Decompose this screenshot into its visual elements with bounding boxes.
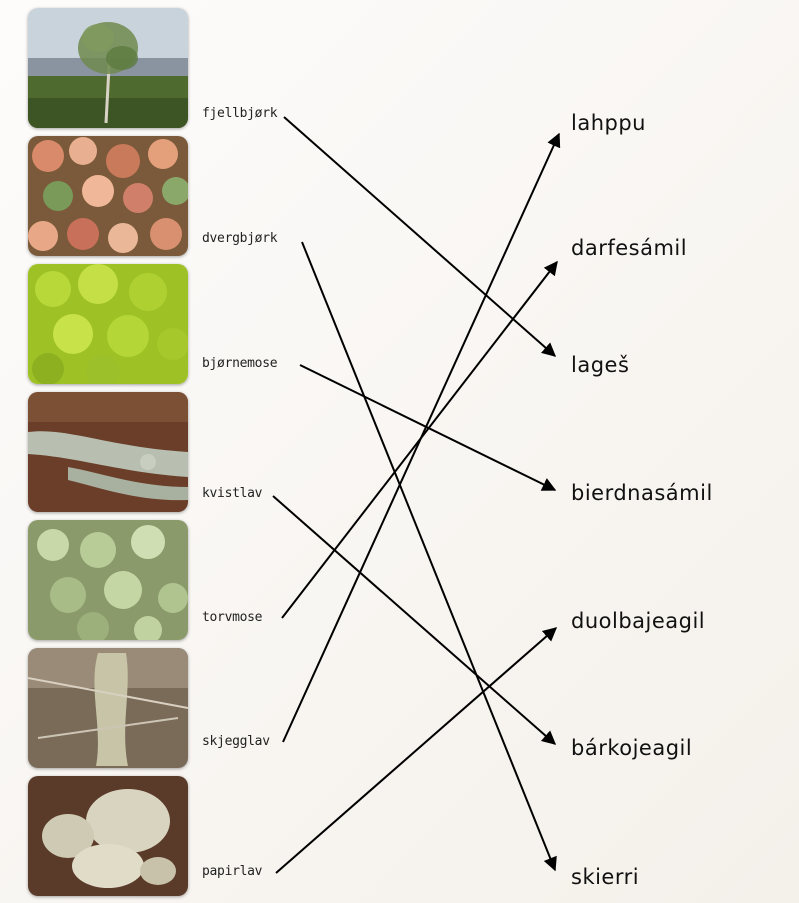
arrow-fjellbjork-lages <box>284 117 555 356</box>
arrow-skjegglav-lahppu <box>283 134 559 742</box>
arrow-kvistlav-barkojeagil <box>273 496 555 744</box>
arrow-bjornemose-bierdnasamil <box>300 365 555 490</box>
